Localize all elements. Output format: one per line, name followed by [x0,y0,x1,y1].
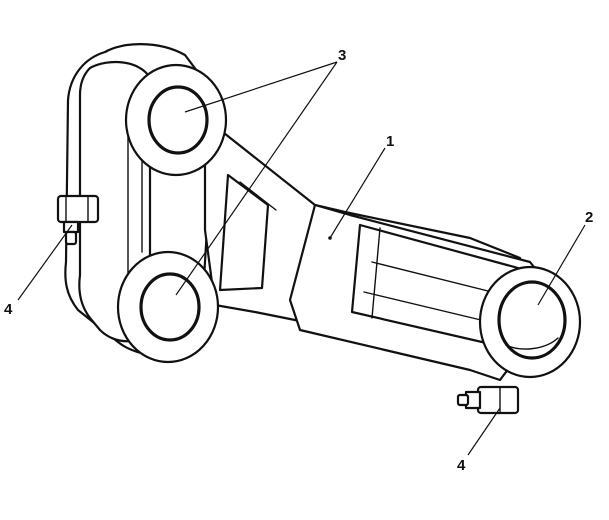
leader-4b [467,407,501,456]
callout-1: 1 [386,133,394,150]
web-pocket [218,173,270,292]
lower-boss [116,250,220,364]
callout-2: 2 [585,209,593,226]
right-bore-inner [505,337,559,350]
upper-bore [147,85,209,155]
grease-nipple-right [456,385,520,415]
callout-4-left: 4 [4,301,13,318]
callout-3: 3 [338,47,346,64]
arm-slot-inner [371,227,381,319]
web-pocket-edge [239,181,277,211]
leader-4a [17,224,73,301]
leader-2 [537,224,586,306]
leader-1 [329,147,386,239]
leader-3b [175,61,338,296]
leader-3a [184,61,338,113]
upper-boss [124,63,228,177]
callout-4-bottom: 4 [457,457,466,474]
right-bore [497,280,567,360]
lower-bore [139,272,201,342]
arm-slot-inner-2 [371,261,509,297]
leader-1-dot [328,236,332,240]
